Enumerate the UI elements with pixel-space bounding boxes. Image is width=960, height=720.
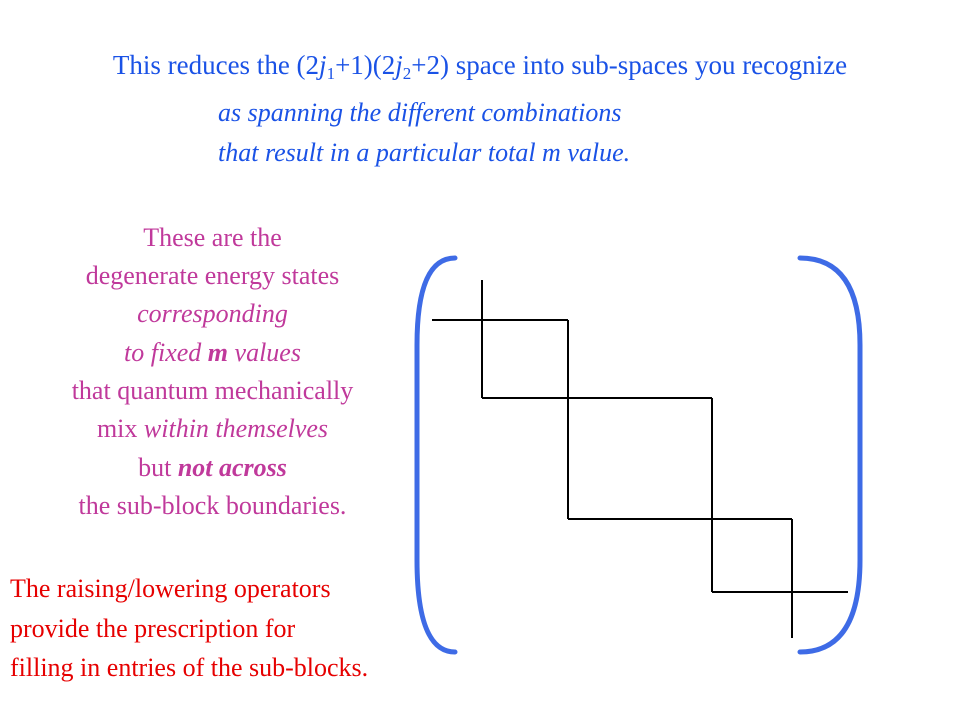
note-line-4-a: to fixed [124,338,208,367]
note-line-2: degenerate energy states [85,261,340,290]
title-sub2: 2 [402,64,412,83]
note-line-7: but not across [0,453,425,483]
note-line-3: corresponding [137,299,288,328]
note-line-8: the sub-block boundaries. [78,491,347,520]
subtitle-line-1: as spanning the different combinations [218,98,622,127]
note-line-4-c: values [228,338,301,367]
title-j1: j [319,50,327,80]
note-line-6-a: mix [96,414,144,443]
note-line-7-b: not across [177,453,287,482]
subtitle-line-2: that result in a particular total m valu… [218,138,631,167]
block-matrix-diagram [414,255,863,655]
note-line-6-b: within themselves [143,414,329,443]
title-j2: j [395,50,403,80]
note-line-7-a: but [138,453,178,482]
note-line-1: These are the [143,223,282,252]
operators-line-2: provide the prescription for [10,614,296,643]
slide-title: This reduces the (2j1+1)(2j2+2) space in… [0,50,960,84]
title-text-2: +1)(2 [335,50,396,80]
note-line-4-m: m [207,338,229,367]
title-sub1: 1 [326,64,336,83]
note-line-6: mix within themselves [0,414,425,444]
operators-line-3: filling in entries of the sub-blocks. [10,653,369,682]
title-text-3: +2) space into sub-spaces you recognize [411,50,848,80]
note-line-4: to fixed m values [0,338,425,368]
operators-line-1: The raising/lowering operators [10,574,331,603]
note-line-5: that quantum mechanically [71,376,354,405]
right-bracket [797,255,863,655]
left-bracket [414,255,458,655]
title-text-1: This reduces the (2 [112,50,320,80]
